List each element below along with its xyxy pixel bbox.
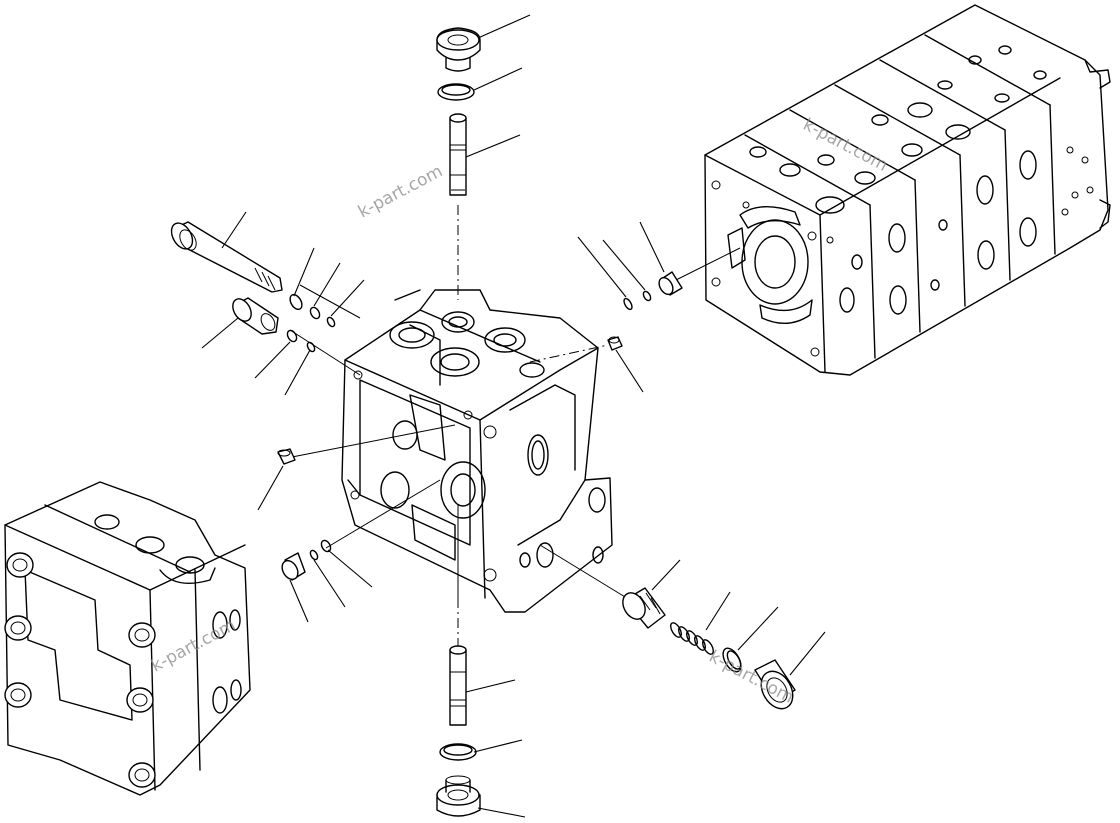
bolt-washer-1: [326, 316, 336, 328]
cover-bolt-3: [4, 682, 32, 708]
valve-stack-assembly: [704, 4, 1111, 376]
cover-bolt-2: [4, 615, 32, 641]
lower-spool: [449, 645, 467, 726]
relief-o-ring: [722, 647, 742, 673]
bottom-plug: [436, 775, 481, 817]
cover-bolt-4: [128, 622, 156, 648]
relief-spring: [670, 622, 714, 655]
bolt-o-ring-2: [309, 306, 321, 320]
top-plug: [436, 27, 481, 72]
lower-left-ring-1: [309, 549, 319, 561]
relief-plug: [754, 659, 796, 710]
top-o-ring: [437, 83, 475, 101]
lower-left-ring-2: [320, 539, 332, 553]
plug-o-ring-1: [286, 329, 298, 343]
relief-spool: [622, 587, 666, 629]
axis-lines: [289, 205, 741, 650]
check-plug-left: [277, 448, 296, 465]
cover-bolt-1: [6, 552, 34, 578]
right-washer: [642, 290, 652, 302]
bottom-o-ring: [439, 743, 477, 761]
cover-bolt-6: [128, 762, 156, 788]
leader-lines: [201, 14, 826, 818]
check-plug-right: [607, 336, 623, 351]
short-plug: [232, 297, 279, 335]
cover-bolt-5: [126, 687, 154, 713]
plug-o-ring-2: [306, 341, 316, 353]
watermark-text-1: k-part.com: [355, 161, 446, 222]
upper-spool: [449, 113, 467, 196]
right-plug: [658, 271, 683, 296]
lower-left-plug: [281, 552, 306, 581]
end-cover-block: [4, 481, 251, 796]
valve-section-body: [341, 289, 613, 613]
bolt-o-ring-1: [289, 293, 303, 311]
right-o-ring: [623, 297, 633, 311]
long-bolt: [170, 221, 283, 293]
